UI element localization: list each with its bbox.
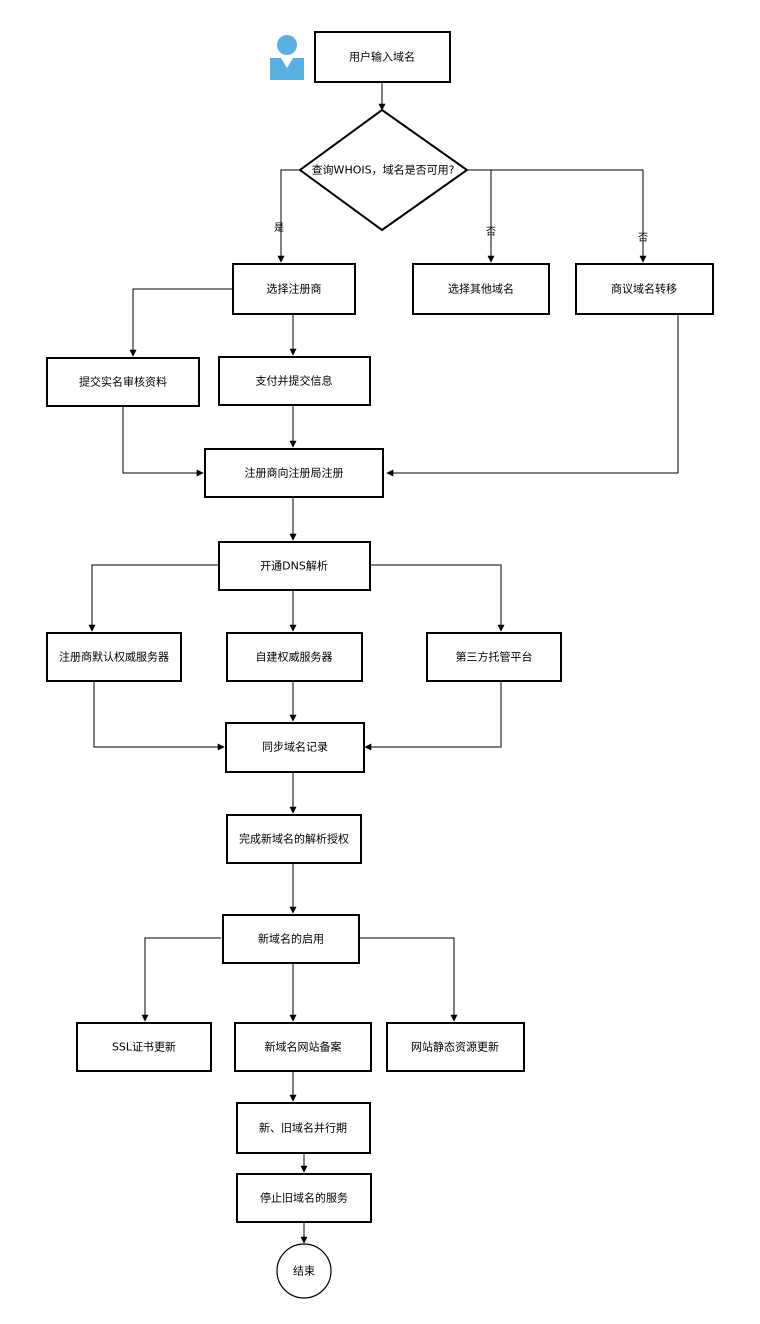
node-self-ns-label: 自建权威服务器 — [256, 650, 333, 664]
node-enable-domain-box — [222, 914, 360, 964]
node-open-dns-label: 开通DNS解析 — [260, 559, 328, 573]
edge-label-yes: 是 — [274, 222, 284, 234]
node-end-circle — [276, 1243, 332, 1299]
edge-label-no-2: 否 — [638, 232, 648, 244]
edge-negotiate-registry — [386, 314, 679, 477]
node-third-party-box — [426, 632, 562, 682]
node-third-party-label: 第三方托管平台 — [456, 650, 533, 664]
node-negotiate-box — [575, 263, 714, 315]
node-parallel-label: 新、旧域名并行期 — [259, 1121, 347, 1135]
node-choose-other-label: 选择其他域名 — [448, 282, 514, 296]
connectors — [88, 82, 679, 1244]
node-registrar-registry-label: 注册商向注册局注册 — [245, 466, 344, 480]
node-icp-filing-box — [234, 1022, 372, 1072]
edge-default-sync — [93, 681, 225, 751]
node-icp-filing-label: 新域名网站备案 — [265, 1040, 342, 1054]
node-static-update-box — [386, 1022, 525, 1072]
edge-enable-ssl — [141, 937, 221, 1022]
node-self-ns-box — [226, 632, 363, 682]
node-enable-domain-label: 新域名的启用 — [258, 932, 324, 946]
user-icon — [270, 35, 304, 80]
node-complete-auth-label: 完成新域名的解析授权 — [239, 832, 349, 846]
node-choose-registrar-box — [232, 263, 356, 315]
edge-decision-no-1 — [467, 169, 495, 263]
node-stop-old-box — [236, 1173, 372, 1223]
edge-third-sync — [364, 681, 502, 751]
node-pay-submit-box — [218, 356, 371, 406]
node-ssl-update-box — [76, 1022, 212, 1072]
edge-dns-third — [370, 564, 505, 632]
node-static-update-label: 网站静态资源更新 — [411, 1040, 499, 1054]
node-default-ns-label: 注册商默认权威服务器 — [59, 650, 169, 664]
edge-realname-registry — [122, 406, 204, 477]
node-submit-realname-box — [46, 357, 200, 407]
node-decision-label: 查询WHOIS，域名是否可用? — [312, 163, 455, 177]
edge-enable-static — [359, 937, 458, 1022]
node-stop-old-label: 停止旧域名的服务 — [260, 1191, 348, 1205]
node-sync-records-label: 同步域名记录 — [262, 740, 328, 754]
node-negotiate-label: 商议域名转移 — [611, 282, 677, 296]
node-registrar-registry-box — [204, 448, 384, 498]
node-parallel-box — [236, 1102, 371, 1154]
edge-decision-yes — [277, 169, 300, 263]
node-default-ns-box — [46, 632, 182, 682]
node-complete-auth-box — [226, 814, 362, 864]
node-submit-realname-label: 提交实名审核资料 — [79, 375, 167, 389]
node-choose-registrar-label: 选择注册商 — [267, 282, 322, 296]
node-start-label: 用户输入域名 — [349, 50, 415, 64]
edge-decision-no-2 — [491, 169, 647, 263]
node-open-dns-box — [218, 541, 371, 591]
node-end-label: 结束 — [293, 1265, 315, 1278]
edge-dns-default — [88, 564, 219, 632]
edge-registrar-realname — [129, 288, 233, 357]
node-start-box — [314, 31, 451, 83]
edge-label-no-1: 否 — [486, 226, 496, 238]
node-decision-shape — [298, 108, 469, 232]
node-sync-records-box — [225, 722, 365, 773]
node-ssl-update-label: SSL证书更新 — [112, 1040, 176, 1054]
node-choose-other-box — [412, 263, 550, 315]
node-pay-submit-label: 支付并提交信息 — [256, 374, 333, 388]
